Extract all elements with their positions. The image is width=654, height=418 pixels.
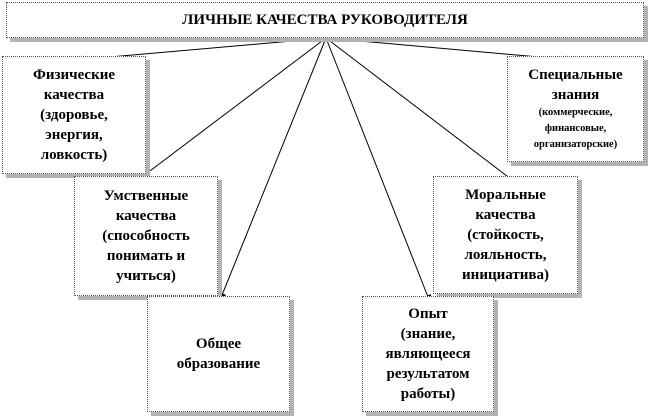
node-line: лояльность, [464,247,547,263]
node-line: Опыт [408,306,448,322]
node-line: Общее [195,336,242,352]
node-line: ловкость) [40,147,108,163]
node-line: знания [551,87,600,103]
node-moral-qualities: Моральные качества (стойкость, лояльност… [433,176,578,294]
node-line: понимать и [106,248,186,264]
node-mental-qualities: Умственные качества (способность понимат… [74,176,218,296]
node-line: (коммерческие, [538,107,613,118]
diagram-title: ЛИЧНЫЕ КАЧЕСТВА РУКОВОДИТЕЛЯ [6,2,644,38]
node-experience: Опыт (знание, являющееся результатом раб… [362,296,494,412]
node-line: Физические [32,67,116,83]
arrow-to-experience [325,37,432,303]
node-line: качества [115,208,177,224]
node-line: (здоровье, [40,107,108,123]
page-title: ЛИЧНЫЕ КАЧЕСТВА РУКОВОДИТЕЛЯ [182,12,468,28]
node-line: энергия, [45,127,103,143]
node-line: (знание, [400,326,456,342]
node-line: учиться) [116,268,176,284]
node-line: образование [176,356,261,372]
node-line: качества [43,87,105,103]
node-line: Моральные [465,187,546,203]
node-line: (способность [102,228,190,244]
node-line: результатом [386,366,470,382]
node-line: Специальные [528,67,623,83]
node-line: Умственные [103,188,189,204]
arrow-to-moral [325,37,521,187]
arrow-to-education [218,37,327,301]
node-line: организаторские) [533,139,618,150]
node-line: являющееся [385,346,471,362]
node-line: работы) [400,386,456,402]
node-general-education: Общее образование [147,296,290,412]
arrow-to-mental [129,37,327,187]
node-physical-qualities: Физические качества (здоровье, энергия, … [2,56,146,174]
node-line: качества [475,207,536,223]
node-special-knowledge: Специальные знания (коммерческие, финанс… [507,56,644,162]
node-line: (стойкость, [467,227,544,243]
node-line: финансовые, [544,123,607,134]
node-line: инициатива) [462,267,549,283]
